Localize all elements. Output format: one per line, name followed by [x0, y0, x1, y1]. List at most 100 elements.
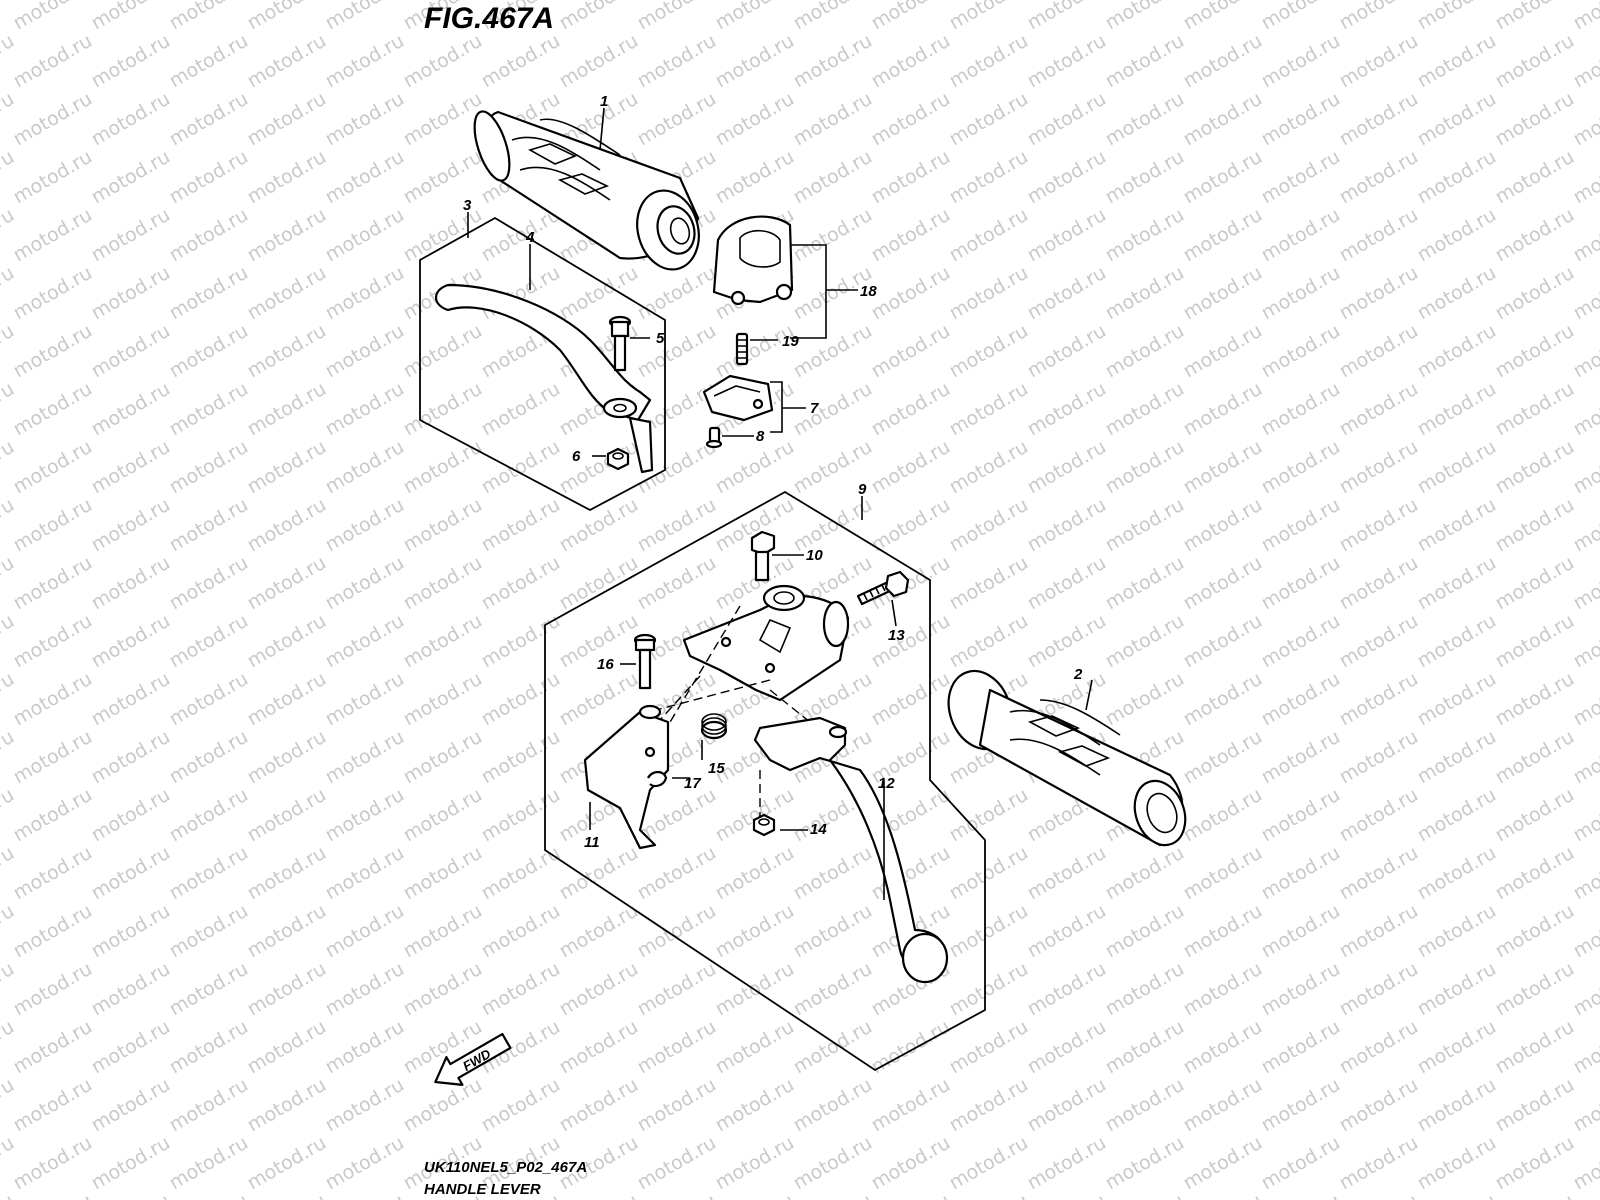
watermark-text: motod.ru — [10, 610, 96, 673]
watermark-text: motod.ru — [1336, 88, 1422, 151]
watermark-text: motod.ru — [556, 1016, 642, 1079]
watermark-text: motod.ru — [88, 958, 174, 1021]
left-grip-part-2[interactable] — [938, 662, 1194, 852]
watermark-text: motod.ru — [1180, 610, 1266, 673]
watermark-text: motod.ru — [244, 1074, 330, 1137]
watermark-text: motod.ru — [400, 958, 486, 1021]
watermark-text: motod.ru — [1492, 320, 1578, 383]
spring-part-15[interactable] — [700, 713, 728, 740]
watermark-text: motod.ru — [634, 1016, 720, 1079]
watermark-text: motod.ru — [1492, 1016, 1578, 1079]
nut-part-14[interactable] — [752, 813, 776, 837]
watermark-text: motod.ru — [556, 262, 642, 325]
circlip-part-17[interactable] — [647, 770, 668, 788]
watermark-text: motod.ru — [400, 668, 486, 731]
watermark-text: motod.ru — [1102, 146, 1188, 209]
watermark-text: motod.ru — [322, 900, 408, 963]
watermark-text: motod.ru — [1258, 668, 1344, 731]
watermark-text: motod.ru — [946, 88, 1032, 151]
watermark-text: motod.ru — [946, 262, 1032, 325]
callout-2: 2 — [1073, 666, 1083, 683]
watermark-text: motod.ru — [10, 320, 96, 383]
throttle-housing-part-18[interactable] — [712, 215, 794, 306]
watermark-text: motod.ru — [868, 610, 954, 673]
watermark-text: motod.ru — [166, 552, 252, 615]
watermark-text: motod.ru — [1492, 900, 1578, 963]
watermark-text: motod.ru — [1180, 436, 1266, 499]
bolt-part-16[interactable] — [633, 633, 657, 690]
watermark-text: motod.ru — [322, 436, 408, 499]
bolt-part-5[interactable] — [608, 315, 632, 372]
callout-5: 5 — [656, 330, 665, 347]
watermark-text: motod.ru — [166, 88, 252, 151]
callout-7: 7 — [810, 400, 819, 417]
watermark-text: motod.ru — [400, 146, 486, 209]
watermark-text: motod.ru — [322, 378, 408, 441]
callout-16: 16 — [597, 656, 614, 673]
watermark-text: motod.ru — [1570, 0, 1600, 34]
watermark-text: motod.ru — [400, 784, 486, 847]
watermark-text: motod.ru — [1180, 900, 1266, 963]
callout-15: 15 — [708, 760, 725, 777]
watermark-text: motod.ru — [322, 0, 408, 34]
watermark-text: motod.ru — [244, 726, 330, 789]
watermark-text: motod.ru — [946, 320, 1032, 383]
watermark-text: motod.ru — [712, 1074, 798, 1137]
watermark-text: motod.ru — [10, 204, 96, 267]
watermark-text: motod.ru — [556, 552, 642, 615]
callout-9: 9 — [858, 481, 867, 498]
bolt-part-13[interactable] — [856, 570, 910, 606]
watermark-text: motod.ru — [1102, 436, 1188, 499]
watermark-text: motod.ru — [946, 552, 1032, 615]
watermark-text: motod.ru — [1570, 436, 1600, 499]
watermark-text: motod.ru — [1180, 842, 1266, 905]
watermark-text: motod.ru — [166, 320, 252, 383]
watermark-text: motod.ru — [322, 262, 408, 325]
watermark-text: motod.ru — [1102, 494, 1188, 557]
watermark-text: motod.ru — [244, 436, 330, 499]
watermark-text: motod.ru — [88, 784, 174, 847]
watermark-text: motod.ru — [1570, 784, 1600, 847]
watermark-text: motod.ru — [166, 1074, 252, 1137]
watermark-text: motod.ru — [88, 1132, 174, 1195]
watermark-text: motod.ru — [790, 900, 876, 963]
watermark-text: motod.ru — [166, 378, 252, 441]
watermark-text: motod.ru — [244, 668, 330, 731]
watermark-text: motod.ru — [1414, 494, 1500, 557]
watermark-text: motod.ru — [868, 552, 954, 615]
watermark-text: motod.ru — [1258, 30, 1344, 93]
screw-part-19[interactable] — [735, 332, 749, 366]
cable-holder-part-11[interactable] — [583, 704, 670, 850]
watermark-text: motod.ru — [1336, 958, 1422, 1021]
watermark-text: motod.ru — [478, 30, 564, 93]
watermark-text: motod.ru — [1258, 900, 1344, 963]
throttle-grip-part-1[interactable] — [468, 107, 708, 276]
watermark-text: motod.ru — [10, 1132, 96, 1195]
watermark-text: motod.ru — [790, 320, 876, 383]
watermark-text: motod.ru — [10, 262, 96, 325]
watermark-text: motod.ru — [634, 88, 720, 151]
watermark-text: motod.ru — [634, 1132, 720, 1195]
watermark-text: motod.ru — [1336, 146, 1422, 209]
watermark-text: motod.ru — [322, 320, 408, 383]
watermark-text: motod.ru — [88, 378, 174, 441]
watermark-text: motod.ru — [400, 726, 486, 789]
watermark-text: motod.ru — [1570, 320, 1600, 383]
watermark-text: motod.ru — [1492, 378, 1578, 441]
watermark-text: motod.ru — [1492, 494, 1578, 557]
watermark-text: motod.ru — [868, 378, 954, 441]
screw-part-8[interactable] — [705, 426, 723, 449]
watermark-text: motod.ru — [88, 610, 174, 673]
watermark-text: motod.ru — [166, 900, 252, 963]
brake-lever-part-4[interactable] — [434, 283, 654, 474]
watermark-text: motod.ru — [1258, 0, 1344, 34]
nut-part-6[interactable] — [606, 447, 630, 471]
switch-part-7[interactable] — [702, 374, 774, 422]
watermark-text: motod.ru — [1570, 552, 1600, 615]
bolt-part-10[interactable] — [750, 530, 776, 582]
watermark-text: motod.ru — [322, 610, 408, 673]
clutch-lever-part-12[interactable] — [753, 716, 949, 984]
watermark-text: motod.ru — [166, 0, 252, 34]
watermark-text: motod.ru — [400, 436, 486, 499]
watermark-text: motod.ru — [790, 1132, 876, 1195]
